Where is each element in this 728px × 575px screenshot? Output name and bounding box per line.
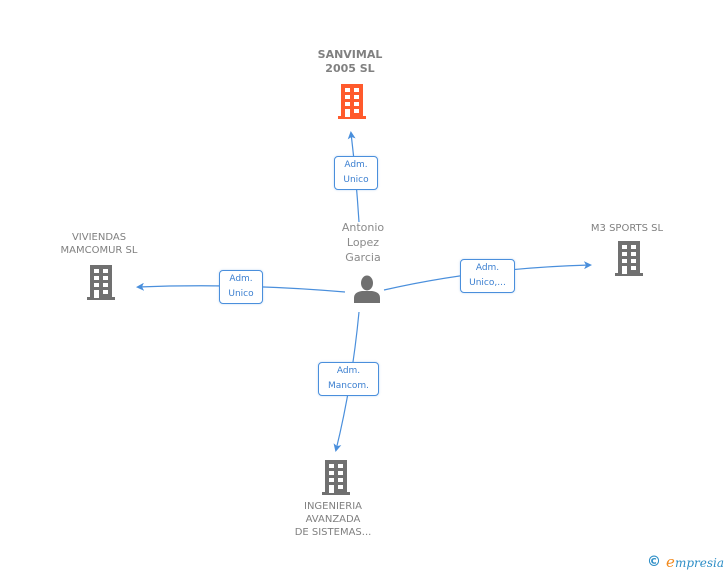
relation-role-line: Adm.	[475, 263, 500, 273]
building-icon[interactable]	[336, 84, 368, 120]
relation-label-ingenieria[interactable]: Adm. Mancom.	[318, 362, 379, 396]
company-name-line: AVANZADA	[305, 514, 361, 525]
company-node-m3sports[interactable]: M3 SPORTS SL	[591, 222, 663, 235]
person-node-label[interactable]: Antonio Lopez Garcia	[342, 220, 384, 265]
relation-role-line: Adm.	[229, 274, 253, 284]
person-name-line: Antonio	[341, 221, 385, 234]
company-name-line: 2005 SL	[325, 62, 375, 75]
building-icon[interactable]	[85, 265, 117, 301]
company-node-viviendas[interactable]: VIVIENDAS MAMCOMUR SL	[61, 231, 138, 257]
company-name-line: M3 SPORTS SL	[590, 223, 664, 234]
person-icon[interactable]	[352, 274, 382, 304]
relation-role-line: Unico	[343, 175, 369, 185]
relation-label-m3sports[interactable]: Adm. Unico,...	[460, 259, 515, 293]
company-name-line: DE SISTEMAS...	[294, 527, 372, 538]
relation-role-line: Adm.	[344, 160, 368, 170]
copyright-icon: ©	[647, 554, 662, 570]
relation-label-viviendas[interactable]: Adm. Unico	[219, 270, 263, 304]
company-node-ingenieria[interactable]: INGENIERIA AVANZADA DE SISTEMAS...	[295, 500, 372, 539]
person-name-line: Lopez	[346, 236, 380, 249]
relation-role-line: Unico,...	[469, 278, 506, 288]
building-icon[interactable]	[613, 241, 645, 277]
company-node-sanvimal[interactable]: SANVIMAL 2005 SL	[318, 48, 383, 76]
relation-role-line: Adm.	[336, 366, 361, 376]
relation-role-line: Mancom.	[327, 381, 370, 391]
empresia-watermark: © empresia	[647, 553, 724, 571]
relation-role-line: Unico	[228, 289, 254, 299]
brand-name: mpresia	[674, 556, 724, 570]
person-name-line: Garcia	[345, 251, 381, 264]
building-icon[interactable]	[320, 460, 352, 496]
brand-logo: empresia	[666, 553, 724, 571]
relation-label-sanvimal[interactable]: Adm. Unico	[334, 156, 378, 190]
brand-initial: e	[666, 553, 675, 571]
company-name-line: SANVIMAL	[317, 48, 383, 61]
company-name-line: VIVIENDAS	[71, 232, 127, 243]
company-name-line: INGENIERIA	[304, 501, 362, 512]
company-name-line: MAMCOMUR SL	[60, 245, 138, 256]
